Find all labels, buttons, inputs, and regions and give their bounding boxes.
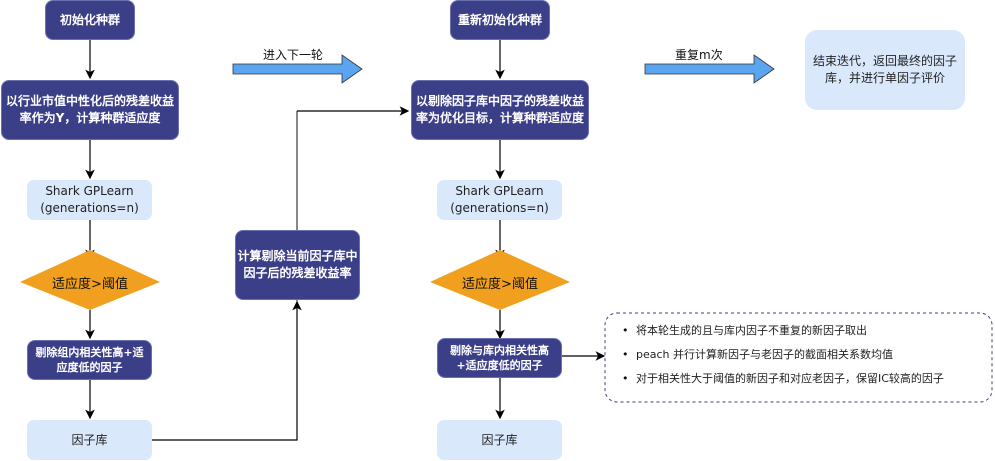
remove-node-left: 剔除组内相关性高+适 应度低的因子 xyxy=(27,340,152,380)
edge-library-to-compute xyxy=(152,300,302,441)
final-node: 结束迭代，返回最终的因子 库，并进行单因子评价 xyxy=(805,30,965,110)
fitness-left-line1: 以行业市值中性化后的残差收益 xyxy=(5,94,174,108)
gplearn-node-left: Shark GPLearn (generations=n) xyxy=(27,180,152,220)
init-population-label: 初始化种群 xyxy=(59,12,120,27)
decision-diamond-right xyxy=(430,250,570,310)
factor-library-right-label: 因子库 xyxy=(481,432,518,447)
note-item: 将本轮生成的且与库内因子不重复的新因子取出 xyxy=(622,320,944,344)
decision-label-right: 适应度>阈值 xyxy=(462,276,538,292)
gplearn-left-line2: (generations=n) xyxy=(40,201,139,215)
repeat-label: 重复m次 xyxy=(675,48,723,62)
note-item: 对于相关性大于阈值的新因子和对应老因子，保留IC较高的因子 xyxy=(622,368,944,392)
reinit-population-label: 重新初始化种群 xyxy=(457,12,542,27)
note-box-border xyxy=(604,312,993,403)
decision-label-left: 适应度>阈值 xyxy=(52,276,128,292)
compute-residual-node: 计算剔除当前因子库中 因子后的残差收益率 xyxy=(235,230,360,300)
repeat-block-arrow xyxy=(644,54,775,84)
gplearn-node-right: Shark GPLearn (generations=n) xyxy=(437,180,562,220)
next-round-label: 进入下一轮 xyxy=(263,48,324,62)
dedup-note-box: 将本轮生成的且与库内因子不重复的新因子取出 peach 并行计算新因子与老因子的… xyxy=(604,312,992,402)
fitness-node-right: 以剔除因子库中因子的残差收益 率为优化目标，计算种群适应度 xyxy=(411,80,589,140)
next-round-block-arrow xyxy=(232,54,363,84)
gplearn-right-line1: Shark GPLearn xyxy=(455,184,544,198)
factor-library-left-label: 因子库 xyxy=(71,432,108,447)
fitness-left-line2: 率作为Y，计算种群适应度 xyxy=(19,111,161,125)
fitness-right-line1: 以剔除因子库中因子的残差收益 xyxy=(415,94,584,108)
note-item: peach 并行计算新因子与老因子的截面相关系数均值 xyxy=(622,344,944,368)
final-line2: 库，并进行单因子评价 xyxy=(824,71,945,85)
final-line1: 结束迭代，返回最终的因子 xyxy=(812,54,957,68)
compute-line1: 计算剔除当前因子库中 xyxy=(237,249,358,263)
factor-library-left: 因子库 xyxy=(27,420,152,460)
gplearn-right-line2: (generations=n) xyxy=(450,201,549,215)
remove-left-line1: 剔除组内相关性高+适 xyxy=(35,346,144,359)
factor-library-right: 因子库 xyxy=(437,420,562,460)
remove-right-line2: +适应度低的因子 xyxy=(456,359,543,372)
note-list: 将本轮生成的且与库内因子不重复的新因子取出 peach 并行计算新因子与老因子的… xyxy=(622,320,944,392)
fitness-node-left: 以行业市值中性化后的残差收益 率作为Y，计算种群适应度 xyxy=(1,80,179,140)
fitness-right-line2: 率为优化目标，计算种群适应度 xyxy=(415,111,584,125)
init-population-node: 初始化种群 xyxy=(45,0,135,40)
reinit-population-node: 重新初始化种群 xyxy=(450,0,550,40)
remove-node-right: 剔除与库内相关性高 +适应度低的因子 xyxy=(437,338,562,378)
gplearn-left-line1: Shark GPLearn xyxy=(45,184,134,198)
compute-line2: 因子后的残差收益率 xyxy=(243,266,352,280)
decision-diamond-left xyxy=(20,250,160,310)
remove-left-line2: 应度低的因子 xyxy=(56,361,123,374)
remove-right-line1: 剔除与库内相关性高 xyxy=(450,344,549,357)
